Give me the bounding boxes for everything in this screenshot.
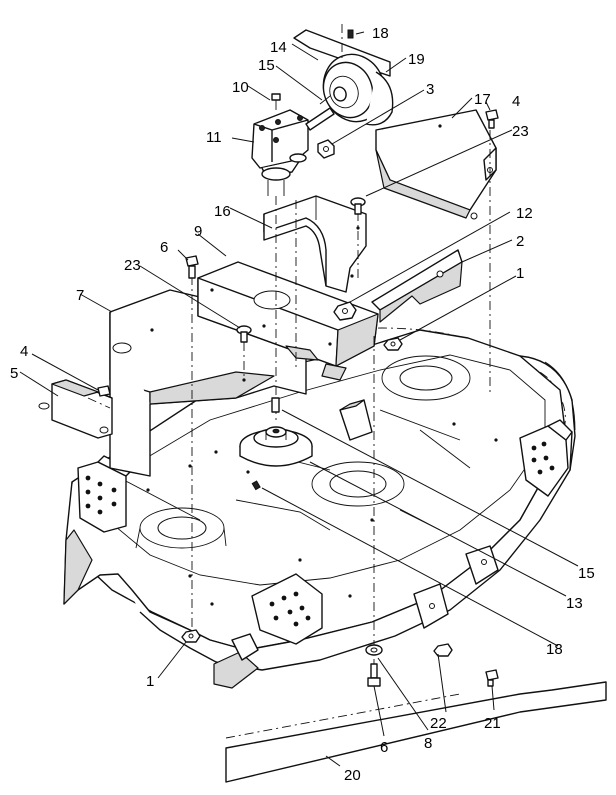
callout-22: 22 [430,715,447,732]
right-caster-bracket [519,419,573,497]
callout-12: 12 [516,205,533,222]
bolt-6-top [185,255,199,279]
callout-3: 3 [426,81,434,98]
callout-labels: 18 14 19 15 10 3 17 4 11 23 16 12 9 6 2 … [10,25,595,784]
callout-8: 8 [424,735,432,752]
nut-1-right [383,337,403,351]
rear-caster-bracket [251,573,323,645]
deck-mount-bracket [213,633,259,689]
bolt-21 [485,669,499,687]
callout-2: 2 [516,233,524,250]
nut-3 [317,139,335,159]
callout-21: 21 [484,715,501,732]
callout-1-right: 1 [516,265,524,282]
callout-23-left: 23 [124,257,141,274]
callout-20: 20 [344,767,361,784]
gearbox [251,107,335,196]
nut-22 [433,643,453,657]
set-screw-18-bottom [251,480,261,491]
hinge-bracket [38,379,113,439]
washer-8 [365,644,383,656]
bolt-10 [271,93,281,110]
callout-15-top: 15 [258,57,275,74]
callout-11: 11 [206,129,222,146]
callout-14: 14 [270,39,287,56]
callout-7: 7 [76,287,84,304]
nut-1-left [181,629,201,643]
bolt-4-right [485,109,499,129]
key-15-lower [271,397,280,413]
top-pulley [293,29,394,126]
callout-15-right: 15 [578,565,595,582]
carriage-bolt-23-right [350,197,366,215]
hitch-plates [413,545,499,629]
deck-holes [146,422,498,606]
callout-17: 17 [474,91,491,108]
callout-18-top: 18 [372,25,389,42]
belt-guard [263,195,367,293]
callout-9: 9 [194,223,202,240]
set-screw-18-top [347,29,354,39]
bolt-6-bottom [367,663,381,687]
lower-pulley [239,426,313,467]
callout-4-right: 4 [512,93,520,110]
idler-bracket [371,249,463,323]
bolt-4-left [97,385,111,397]
callout-4-left: 4 [20,343,28,360]
callout-18-bottom: 18 [546,641,563,658]
nut-12 [333,301,357,321]
center-cover-bracket [197,261,379,381]
callout-1-left: 1 [146,673,154,690]
callout-6-top: 6 [160,239,168,256]
carriage-bolt-23-left [236,325,252,343]
callout-6-bottom: 6 [380,739,388,756]
leader-lines [19,31,579,767]
callout-5: 5 [10,365,18,382]
callout-16: 16 [214,203,231,220]
baffle-strip [225,681,607,783]
callout-10: 10 [232,79,249,96]
rear-shield [375,109,497,220]
discharge-bracket [339,399,373,441]
center-lines [87,24,491,672]
callout-13: 13 [566,595,583,612]
callout-23-right: 23 [512,123,529,140]
callout-19: 19 [408,51,425,68]
